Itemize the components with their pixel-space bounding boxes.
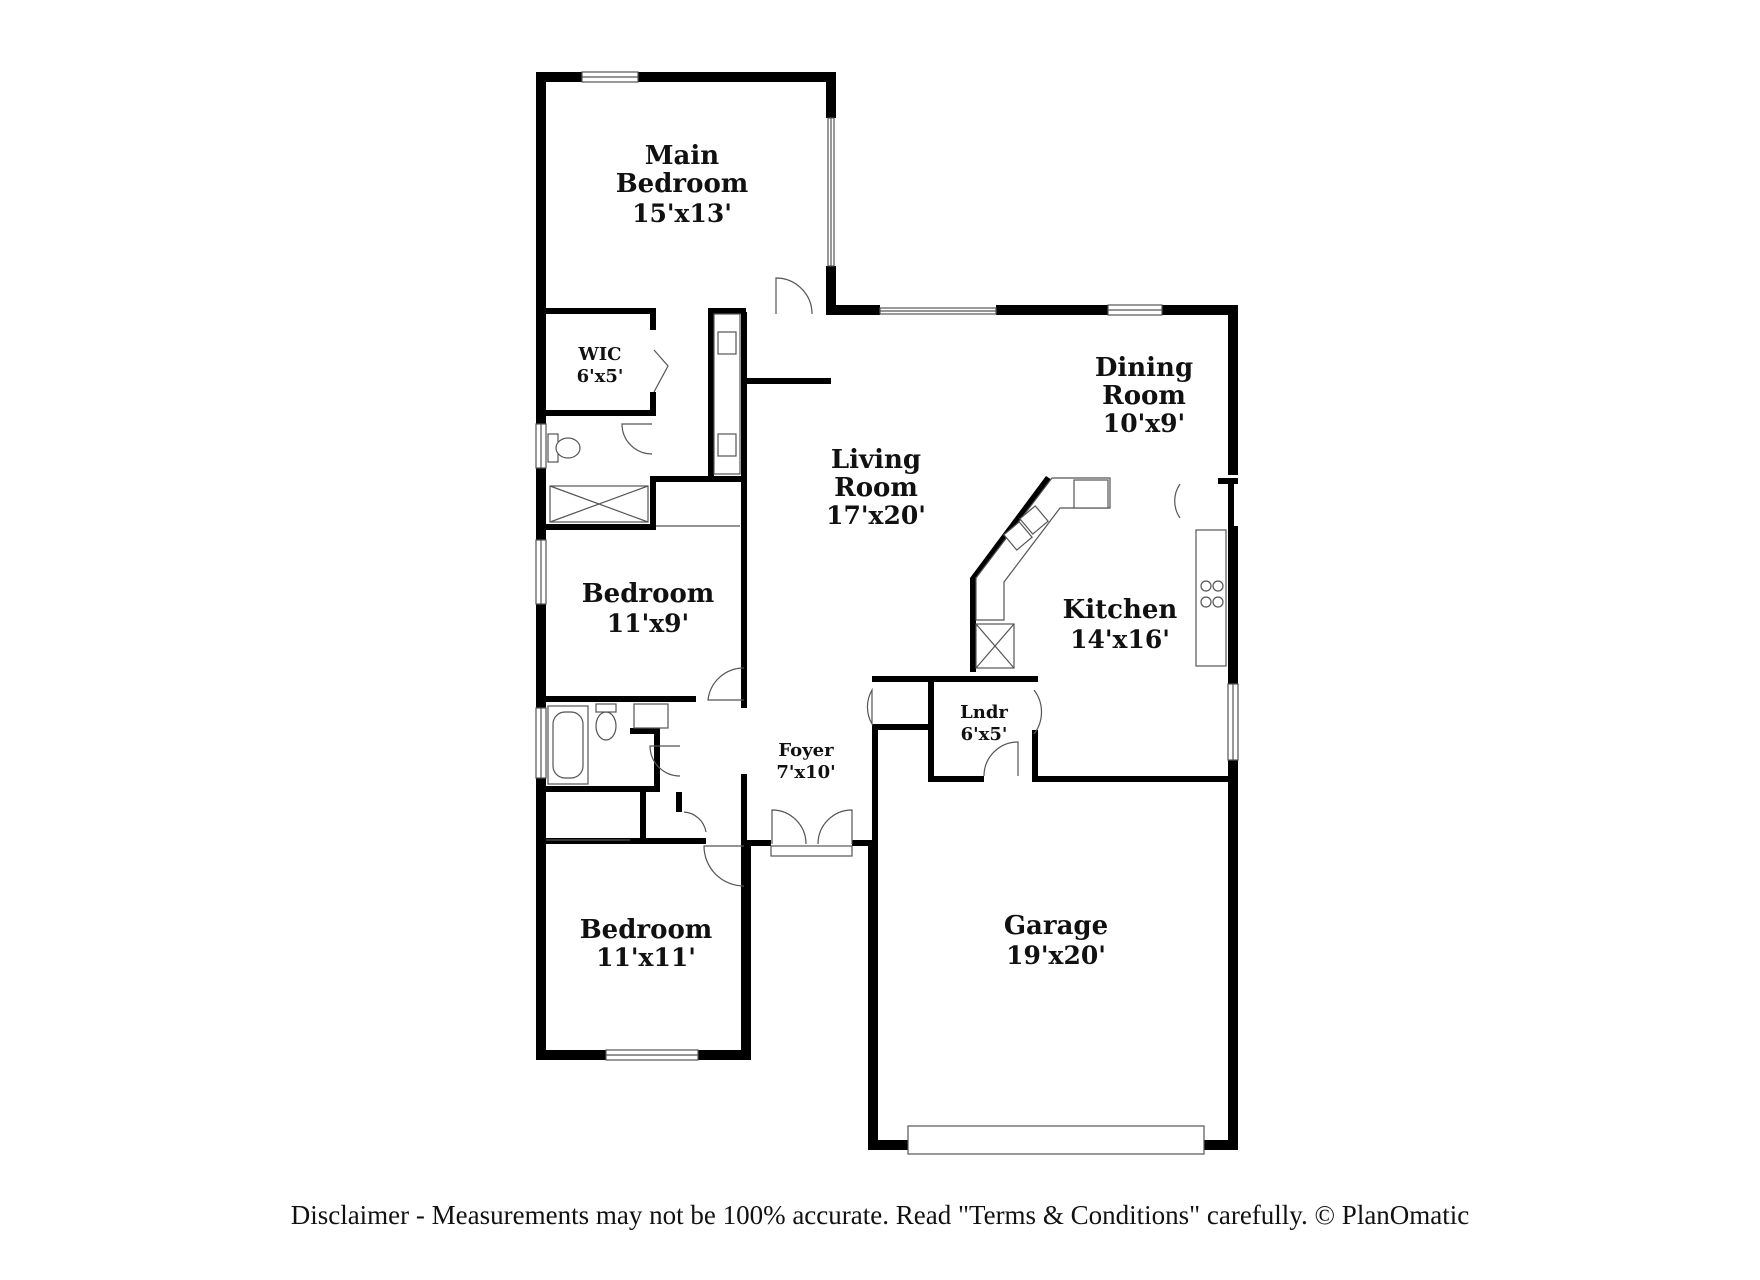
wall-main-bedroom-right-lower: [826, 266, 836, 308]
label-dining-room-line1: Dining: [1095, 353, 1193, 383]
wall-garage-entry-bottom: [872, 724, 932, 730]
sink-main-1-icon: [717, 331, 737, 355]
wall-top-living-left: [826, 305, 880, 315]
door-garage-entry: [866, 687, 873, 727]
label-living-room-line1: Living: [831, 445, 921, 475]
stove-burner-3-icon: [1200, 596, 1212, 608]
wall-laundry-bottom-left: [928, 776, 984, 782]
dims-bedroom-2: 11'x9': [607, 609, 689, 638]
wall-foyer-bottom-right: [852, 840, 872, 846]
dims-kitchen: 14'x16': [1070, 625, 1170, 654]
label-garage: Garage: [1004, 911, 1108, 941]
wall-wic-top: [536, 308, 656, 314]
dims-dining-room: 10'x9': [1103, 409, 1185, 438]
wall-main-bedroom-top: [536, 72, 836, 82]
doors: [546, 277, 1181, 887]
wall-right-dining: [1228, 305, 1238, 475]
dims-garage: 19'x20': [1006, 941, 1106, 970]
door-front-left: [771, 809, 807, 845]
stove-burner-4-icon: [1212, 596, 1224, 608]
label-laundry: Lndr: [960, 702, 1008, 723]
kitchen-right-counter: [1195, 529, 1227, 667]
wall-living-left: [741, 312, 747, 708]
door-bedroom3: [703, 845, 745, 887]
label-living-room-line2: Room: [834, 473, 918, 503]
fixtures: [547, 313, 1227, 785]
wall-foyer-bottom-left: [741, 840, 771, 846]
front-entry-threshold: [770, 845, 853, 857]
wall-laundry-top: [928, 676, 1038, 682]
wall-hallbath-bottom: [536, 786, 660, 792]
dims-main-bedroom: 15'x13': [632, 199, 732, 228]
stove-burner-2-icon: [1212, 580, 1224, 592]
dims-laundry: 6'x5': [961, 724, 1008, 745]
wall-closet-right: [650, 476, 746, 482]
door-hallbath: [649, 745, 681, 777]
label-main-bedroom-line1: Main: [645, 141, 720, 171]
wall-closet-left: [650, 476, 656, 530]
wall-bedroom2-bottom: [536, 696, 696, 702]
stove-burner-1-icon: [1200, 580, 1212, 592]
wall-garage-left-upper: [872, 728, 878, 848]
label-dining-room-line2: Room: [1102, 381, 1186, 411]
wall-wic-right-lower: [650, 392, 656, 416]
door-closet: [683, 811, 707, 833]
wall-garage-left: [868, 846, 878, 1150]
toilet-hall-icon: [595, 711, 617, 741]
wall-closet2-bottom: [536, 838, 706, 844]
door-laundry-garage: [983, 741, 1019, 777]
wall-closet2-right: [676, 792, 682, 812]
toilet-main-icon: [555, 437, 581, 459]
wall-wic-right-upper: [650, 308, 656, 330]
dims-living-room: 17'x20': [826, 501, 926, 530]
door-main-bath: [621, 423, 653, 455]
dims-wic: 6'x5': [577, 366, 624, 387]
wall-upper-hall-top: [708, 308, 746, 314]
wall-garage-entry-top: [872, 676, 932, 682]
wall-bath-right: [708, 308, 714, 478]
wall-laundry-right: [1032, 730, 1038, 782]
wall-bath-bottom: [536, 524, 654, 530]
door-pantry: [1174, 483, 1181, 519]
wall-hallbath-right: [654, 728, 660, 792]
room-labels: Main Bedroom 15'x13' WIC 6'x5' Living Ro…: [577, 141, 1194, 972]
label-kitchen: Kitchen: [1063, 595, 1178, 625]
wall-main-bedroom-right-upper: [826, 72, 836, 118]
label-bedroom-3: Bedroom: [580, 915, 713, 945]
wall-closet2-div: [640, 792, 646, 844]
disclaimer-text: Disclaimer - Measurements may not be 100…: [291, 1200, 1470, 1230]
label-foyer: Foyer: [778, 740, 834, 761]
sink-hall-icon: [633, 703, 669, 729]
kitchen-sink-icon: [1003, 521, 1033, 551]
door-laundry-kitchen: [1033, 689, 1043, 735]
wall-right-kitchen-upper: [1228, 478, 1234, 526]
wall-right-kitchen: [1228, 526, 1238, 686]
sink-main-2-icon: [717, 433, 737, 457]
label-main-bedroom-line2: Bedroom: [616, 169, 749, 199]
kitchen-sink-2-icon: [1019, 505, 1049, 535]
door-main-bedroom: [775, 277, 813, 315]
wall-right-garage: [1228, 776, 1238, 1150]
door-wic: [653, 349, 669, 393]
wall-kitchen-left: [970, 578, 976, 672]
wall-bedroom3-right: [741, 840, 751, 1060]
wall-right-kitchen-lower: [1228, 760, 1238, 784]
bar-counter-icon: [1073, 479, 1109, 509]
garage-door: [907, 1125, 1205, 1155]
wall-wic-bottom: [536, 410, 656, 416]
wall-garage-bottom-right: [1204, 1140, 1238, 1150]
wall-hallbath-vanity: [630, 728, 660, 734]
label-bedroom-2: Bedroom: [582, 579, 715, 609]
wall-garage-bottom-left: [868, 1140, 908, 1150]
door-bedroom2: [707, 667, 745, 701]
label-wic: WIC: [578, 344, 622, 365]
dims-foyer: 7'x10': [776, 762, 835, 783]
wall-foyer-left-upper: [741, 774, 747, 844]
dims-bedroom-3: 11'x11': [596, 943, 696, 972]
windows: [535, 71, 1239, 1155]
wall-living-stub: [741, 378, 831, 384]
wall-garage-top: [1034, 776, 1238, 782]
door-front-right: [817, 809, 853, 845]
